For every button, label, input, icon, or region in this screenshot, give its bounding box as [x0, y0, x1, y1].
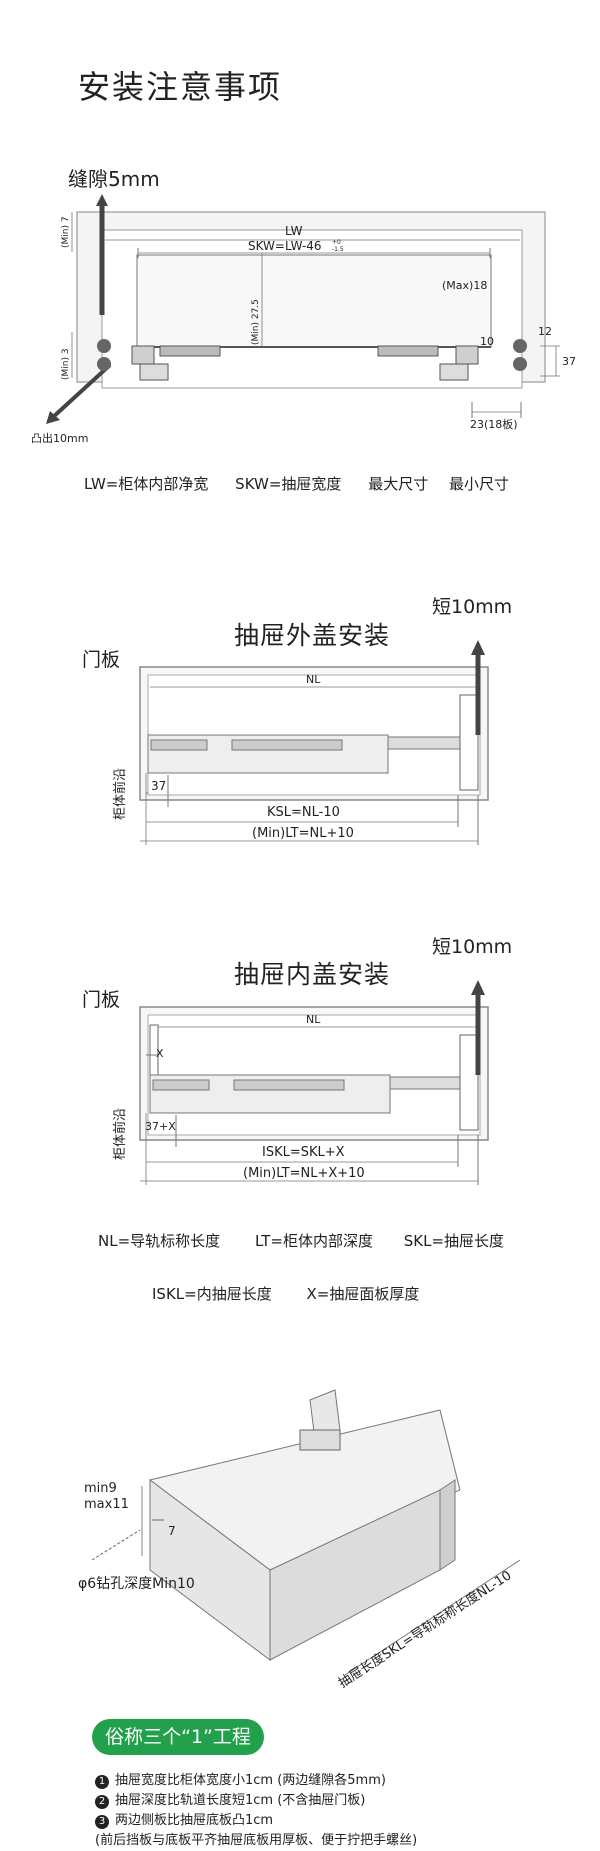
lt-label: (Min)LT=NL+10: [252, 826, 354, 841]
lt-label: (Min)LT=NL+X+10: [243, 1166, 365, 1181]
note-number: 1: [95, 1775, 109, 1789]
section3-door: 门板: [82, 989, 121, 1011]
isometric-diagram: min9 max11 7 φ6钻孔深度Min10 抽屉长度SKL=导轨标称长度N…: [78, 1389, 521, 1691]
legend2-row1: NL=导轨标称长度 LT=柜体内部深度 SKL=抽屉长度: [98, 1230, 568, 1251]
section3-title: 抽屉内盖安装: [234, 960, 391, 989]
min3-label: (Min) 3: [61, 348, 71, 380]
protrude-arrow: [50, 363, 112, 420]
section3-short: 短10mm: [432, 936, 513, 958]
legend-skw: SKW=抽屉宽度: [235, 475, 342, 493]
front-label: 柜体前沿: [112, 768, 128, 820]
lw-label: LW: [285, 224, 303, 238]
skw-tol-bottom: -1.5: [332, 246, 344, 253]
nl-label: NL: [306, 1013, 321, 1026]
section2-door: 门板: [82, 649, 121, 671]
page-title: 安装注意事项: [78, 68, 283, 106]
legend-section1: LW=柜体内部净宽 SKW=抽屉宽度 最大尺寸 最小尺寸: [84, 473, 564, 494]
section2-short: 短10mm: [432, 596, 513, 618]
ksl-label: KSL=NL-10: [267, 805, 340, 820]
legend-nl: NL=导轨标称长度: [98, 1232, 221, 1250]
legend-lt: LT=柜体内部深度: [254, 1232, 373, 1250]
overlay-diagram: NL 37 KSL=NL-10 (Min)LT=NL+10 柜体前沿: [112, 640, 489, 845]
iskl-label: ISKL=SKL+X: [262, 1145, 345, 1160]
d10-label: 10: [480, 335, 494, 348]
legend-iskl: ISKL=内抽屉长度: [152, 1285, 272, 1303]
x-label: X: [156, 1047, 164, 1060]
d12-label: 12: [538, 325, 552, 338]
section2-title: 抽屉外盖安装: [234, 621, 391, 650]
min7-label: (Min) 7: [61, 216, 71, 248]
max18-label: (Max)18: [442, 279, 487, 292]
drawer-box: [136, 254, 492, 348]
legend-min: 最小尺寸: [448, 475, 509, 493]
min9-label: min9: [84, 1481, 117, 1496]
d37-label: 37: [151, 779, 166, 793]
d37x-label: 37+X: [145, 1120, 176, 1133]
legend2-row2: ISKL=内抽屉长度 X=抽屉面板厚度: [152, 1283, 532, 1304]
d7-label: 7: [168, 1524, 176, 1538]
nl-label: NL: [306, 673, 321, 686]
skw-label: SKW=LW-46: [248, 239, 322, 253]
front-label: 柜体前沿: [112, 1108, 128, 1160]
min27-label: (Min) 27.5: [251, 299, 261, 345]
skw-tol-top: +0: [332, 239, 341, 246]
legend-skl: SKL=抽屉长度: [403, 1232, 505, 1250]
d37-label: 37: [562, 355, 576, 368]
note-item: (前后挡板与底板平齐抽屉底板用厚板、便于拧把手螺丝): [95, 1833, 418, 1848]
d23-label: 23(18板): [470, 417, 518, 431]
note-number: 3: [95, 1815, 109, 1829]
inset-diagram: NL X 37+X ISKL=SKL+X (Min)LT=NL+X+10 柜体前…: [112, 980, 489, 1185]
protrude-label: 凸出10mm: [31, 431, 88, 445]
max11-label: max11: [84, 1497, 129, 1512]
note-number: 2: [95, 1795, 109, 1809]
tag-badge: 俗称三个“1”工程: [92, 1719, 264, 1755]
legend-max: 最大尺寸: [368, 475, 429, 493]
width-diagram: 缝隙5mm LW SKW=LW-46 +0 -1.5 (Min) 7 (Min)…: [31, 167, 576, 445]
legend-x: X=抽屉面板厚度: [306, 1285, 420, 1303]
legend-lw: LW=柜体内部净宽: [84, 475, 209, 493]
gap-label: 缝隙5mm: [68, 167, 160, 191]
drill-label: φ6钻孔深度Min10: [78, 1576, 195, 1592]
